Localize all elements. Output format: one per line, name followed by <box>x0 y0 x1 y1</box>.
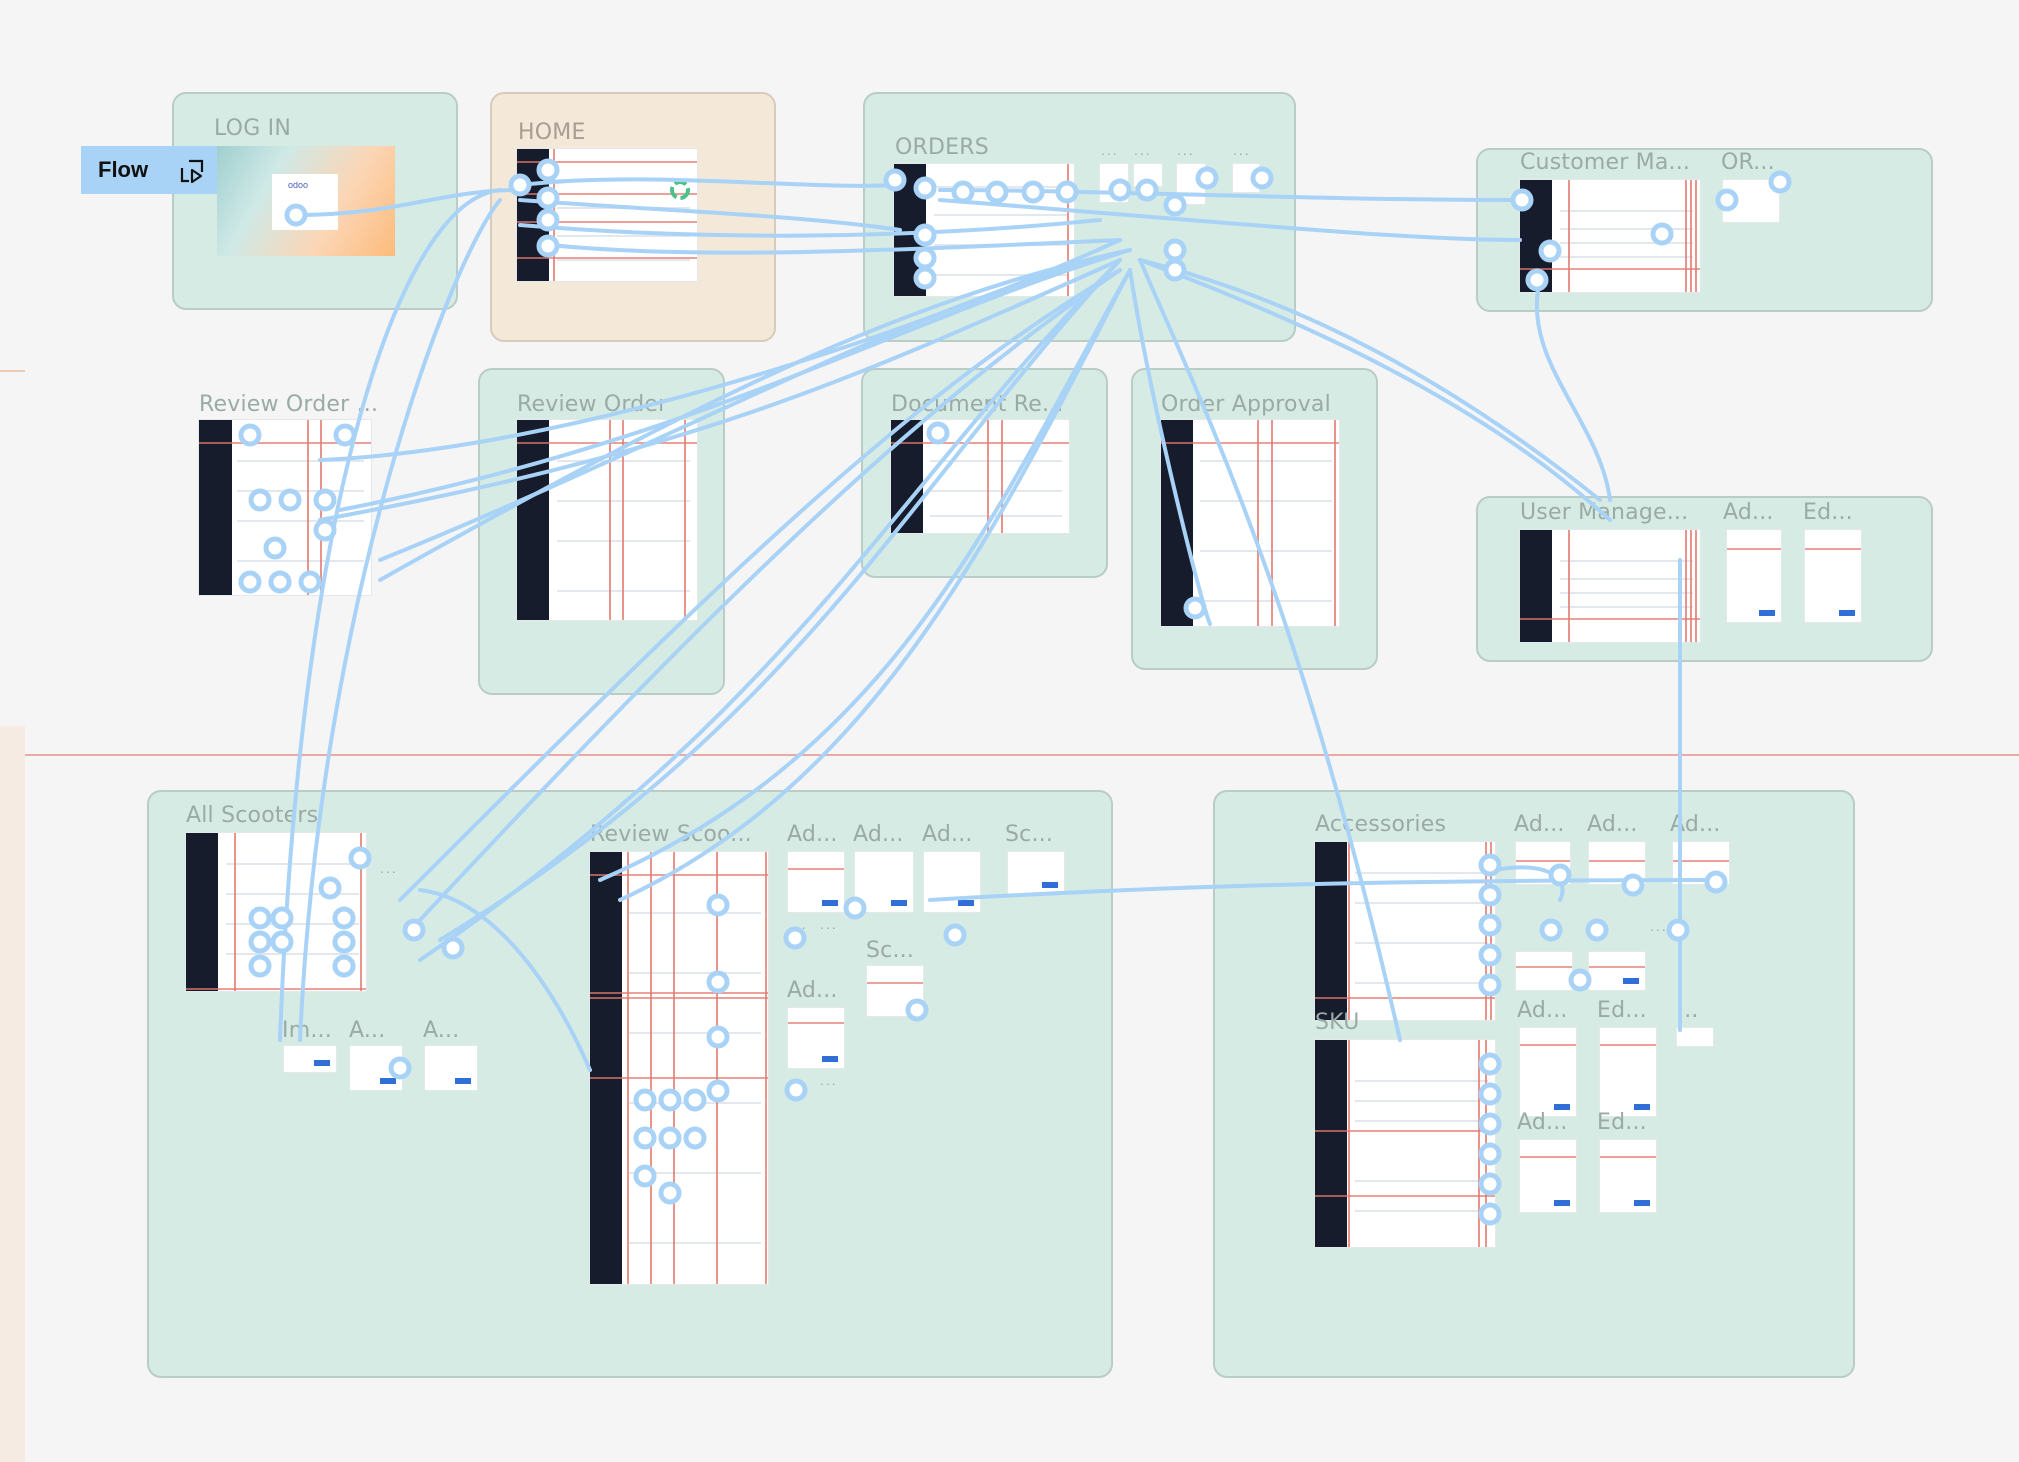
horizontal-guide-line <box>25 754 2019 756</box>
frame-label-sku-edit: Ed... <box>1597 1110 1647 1135</box>
frame-label-home: HOME <box>518 120 586 145</box>
sku-add-modal-2[interactable] <box>1520 1140 1576 1212</box>
rs-add-modal-3[interactable] <box>924 852 980 912</box>
scooter-add-modal-2[interactable] <box>425 1046 477 1090</box>
user-add-modal[interactable] <box>1727 530 1781 622</box>
orders-sub-label-3: ... <box>1177 142 1195 158</box>
frame-label-acc-add-3: Ad... <box>1670 812 1721 837</box>
review-order-partial-thumbnail[interactable] <box>199 420 371 595</box>
frame-label-rs-add-4: Ad... <box>787 978 838 1003</box>
rs-dots-3: ... <box>790 1072 808 1088</box>
frame-label-acc-edit: Ed... <box>1597 998 1647 1023</box>
odoo-logo: odoo <box>288 180 309 190</box>
rs-add-modal-1[interactable] <box>788 852 844 912</box>
flow-label: Flow <box>98 157 149 182</box>
acc-dots: ... <box>1650 918 1668 934</box>
login-card: odoo <box>272 174 338 230</box>
frame-label-acc-add-1: Ad... <box>1514 812 1565 837</box>
import-modal[interactable] <box>284 1046 336 1072</box>
user-management-thumbnail[interactable] <box>1520 530 1700 642</box>
frame-label-sku-add: Ad... <box>1517 1110 1568 1135</box>
orders-modal-4[interactable] <box>1233 164 1259 192</box>
frame-label-review-scooter: Review Scoo... <box>590 822 752 847</box>
review-scooter-thumbnail[interactable] <box>590 852 768 1284</box>
acc-add-modal-1[interactable] <box>1516 842 1570 884</box>
frame-label-rs-add-3: Ad... <box>922 822 973 847</box>
frame-label-orders: ORDERS <box>895 135 989 160</box>
frame-label-rs-sc-1: Sc... <box>1005 822 1054 847</box>
frame-label-all-scooters: All Scooters <box>186 803 319 828</box>
acc-modal-5[interactable] <box>1589 952 1645 990</box>
frame-label-user-add: Ad... <box>1723 500 1774 525</box>
orders-screen-thumbnail[interactable] <box>894 164 1074 296</box>
sku-edit-modal-2[interactable] <box>1600 1140 1656 1212</box>
sku-edit-modal-1[interactable] <box>1600 1028 1656 1116</box>
customer-or-modal[interactable] <box>1723 180 1779 222</box>
acc-modal-4[interactable] <box>1516 952 1572 990</box>
frame-label-review-order-partial: Review Order ... <box>199 392 379 417</box>
rs-dots-1: ... <box>790 916 808 932</box>
frame-label-user-edit: Ed... <box>1803 500 1853 525</box>
orders-modal-3[interactable] <box>1177 164 1205 204</box>
accessories-thumbnail[interactable] <box>1315 842 1495 1020</box>
frame-label-rs-add-1: Ad... <box>787 822 838 847</box>
sku-thumbnail[interactable] <box>1315 1040 1495 1247</box>
orders-sub-label-4: ... <box>1233 142 1251 158</box>
orders-sub-label-1: ... <box>1101 142 1119 158</box>
login-screen-thumbnail[interactable]: odoo <box>217 146 395 256</box>
acc-add-modal-3[interactable] <box>1673 842 1729 884</box>
frame-label-login: LOG IN <box>214 116 291 141</box>
order-approval-thumbnail[interactable] <box>1161 420 1339 626</box>
donut-chart-icon <box>670 180 690 200</box>
frame-label-order-approval: Order Approval <box>1161 392 1331 417</box>
scooters-sub-label-dots: ... <box>380 860 398 876</box>
document-review-thumbnail[interactable] <box>891 420 1069 533</box>
rs-add-modal-2[interactable] <box>855 852 913 912</box>
orders-modal-1[interactable] <box>1100 164 1128 202</box>
rs-add-modal-4[interactable] <box>788 1008 844 1068</box>
all-scooters-thumbnail[interactable] <box>186 833 366 991</box>
frame-label-acc-add-4: Ad... <box>1517 998 1568 1023</box>
frame-label-customer: Customer Ma... <box>1520 150 1691 175</box>
customer-screen-thumbnail[interactable] <box>1520 180 1700 292</box>
frame-label-rs-sc-2: Sc... <box>866 938 915 963</box>
play-frame-icon <box>180 159 204 184</box>
frame-label-scooter-add-1: A... <box>349 1018 386 1043</box>
frame-label-rs-add-2: Ad... <box>853 822 904 847</box>
frame-label-scooter-add-2: A... <box>423 1018 460 1043</box>
flow-start-button[interactable]: Flow <box>81 146 217 194</box>
rs-sc-modal[interactable] <box>1008 852 1064 894</box>
frame-label-import: Im... <box>282 1018 332 1043</box>
frame-label-acc-add-2: Ad... <box>1587 812 1638 837</box>
left-guide-tick <box>0 370 25 372</box>
orders-modal-2[interactable] <box>1134 164 1162 186</box>
scooter-add-modal-1[interactable] <box>350 1046 402 1090</box>
frame-label-document-review: Document Re... <box>891 392 1064 417</box>
frame-label-user-management: User Manage... <box>1520 500 1689 525</box>
frame-label-review-order: Review Order <box>517 392 668 417</box>
sku-add-modal-1[interactable] <box>1520 1028 1576 1116</box>
rs-sc-modal-2[interactable] <box>867 966 923 1016</box>
left-panel-edge <box>0 726 25 1462</box>
user-edit-modal[interactable] <box>1805 530 1861 622</box>
orders-sub-label-2: ... <box>1134 142 1152 158</box>
home-screen-thumbnail[interactable] <box>517 149 697 281</box>
sku-confirm-modal[interactable] <box>1677 1028 1713 1046</box>
frame-label-customer-or: OR... <box>1721 150 1775 175</box>
rs-dots-4: ... <box>820 1072 838 1088</box>
frame-label-sku: SKU <box>1315 1010 1360 1035</box>
frame-label-acc-more: ... <box>1677 998 1699 1023</box>
rs-dots-2: ... <box>820 916 838 932</box>
acc-add-modal-2[interactable] <box>1589 842 1645 884</box>
frame-label-accessories: Accessories <box>1315 812 1447 837</box>
review-order-thumbnail[interactable] <box>517 420 697 620</box>
